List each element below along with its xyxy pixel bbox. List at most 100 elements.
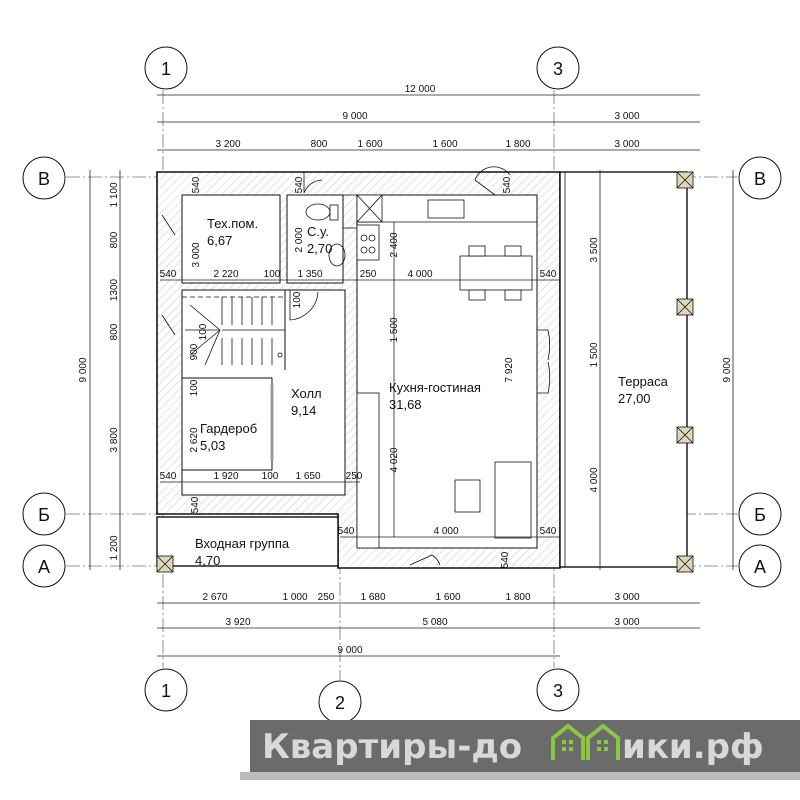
- dimension-label: 540: [502, 176, 513, 193]
- dimension-label: 2 220: [213, 269, 238, 280]
- dimension-label: 250: [360, 269, 377, 280]
- dimension-label: 100: [262, 471, 279, 482]
- dimension-label: 800: [311, 139, 328, 150]
- axis-label: В: [754, 169, 766, 189]
- dimension-label: 540: [191, 176, 202, 193]
- room-area: 5,03: [200, 438, 225, 453]
- dimension-label: 2 400: [389, 232, 400, 257]
- dimension-label: 100: [189, 379, 200, 396]
- watermark-suffix: ики.рф: [622, 727, 764, 767]
- dimension-label: 9 000: [78, 357, 89, 382]
- wardrobe-walls: [181, 290, 286, 471]
- room-name: Кухня-гостиная: [389, 380, 481, 395]
- axis-bubble: [144, 668, 188, 712]
- axis-label: 3: [553, 59, 563, 79]
- room-name: Входная группа: [195, 536, 290, 551]
- axis-label: 1: [161, 59, 171, 79]
- dimension-label: 1 200: [109, 535, 120, 560]
- room-name: Холл: [291, 386, 322, 401]
- column-icon: [676, 171, 694, 189]
- column-icon: [676, 298, 694, 316]
- dimension-label: 9 000: [337, 645, 362, 656]
- dimension-label: 800: [109, 231, 120, 248]
- axis-bubble: [144, 46, 188, 90]
- dimension-label: 1 800: [505, 139, 530, 150]
- axis-label: 2: [335, 693, 345, 713]
- dimension-label: 3 500: [589, 237, 600, 262]
- dimension-label: 3 000: [614, 617, 639, 628]
- dimension-label: 4 000: [589, 467, 600, 492]
- dimension-label: 1 680: [360, 592, 385, 603]
- axis-bubble: [22, 156, 66, 200]
- kitchen-furniture: [356, 194, 537, 549]
- dimension-label: 3 000: [191, 242, 202, 267]
- dimension-label: 540: [190, 496, 201, 513]
- axis-label: В: [38, 169, 50, 189]
- dining-table: [459, 255, 533, 291]
- axis-bubble: [536, 46, 580, 90]
- room-area: 31,68: [389, 397, 422, 412]
- column-icon: [676, 555, 694, 573]
- bathroom: [286, 194, 344, 284]
- axis-label: А: [38, 557, 50, 577]
- dimension-label: 4 000: [433, 526, 458, 537]
- tech-room: [181, 194, 281, 284]
- axis-bubble: [22, 544, 66, 588]
- dimension-label: 3 200: [215, 139, 240, 150]
- room-name: С.у.: [307, 224, 329, 239]
- dimension-label: 1 100: [109, 182, 120, 207]
- room-area: 4,70: [195, 553, 220, 568]
- dimension-label: 3 920: [225, 617, 250, 628]
- dimension-label: 7 920: [504, 357, 515, 382]
- dimension-label: 3 000: [614, 592, 639, 603]
- dimension-label: 100: [198, 323, 209, 340]
- room-area: 27,00: [618, 391, 651, 406]
- column-icon: [156, 555, 174, 573]
- dimension-label: 1 350: [297, 269, 322, 280]
- staircase: [182, 296, 285, 366]
- dimension-label: 540: [540, 269, 557, 280]
- room-name: Гардероб: [200, 421, 257, 436]
- dimension-label: 900: [189, 343, 200, 360]
- dimension-label: 1 000: [282, 592, 307, 603]
- dimension-label: 1 600: [357, 139, 382, 150]
- axis-bubble: [536, 668, 580, 712]
- dimension-label: 800: [109, 323, 120, 340]
- dimension-lines: [89, 94, 734, 657]
- entrance-vestibule: [156, 516, 339, 567]
- dimension-label: 250: [318, 592, 335, 603]
- watermark-logo: Квартиры-до ики.рф: [240, 720, 800, 780]
- axis-label: Б: [38, 505, 50, 525]
- dimension-label: 3 000: [614, 111, 639, 122]
- dimension-label: 2 620: [189, 427, 200, 452]
- room-name: Терраса: [618, 374, 669, 389]
- dimension-label: 540: [160, 269, 177, 280]
- dimension-label: 540: [160, 471, 177, 482]
- dimension-label: 100: [292, 291, 303, 308]
- dimension-label: 100: [264, 269, 281, 280]
- room-area: 9,14: [291, 403, 316, 418]
- dimension-label: 2 670: [202, 592, 227, 603]
- dimension-label: 3 000: [614, 139, 639, 150]
- dimension-label: 1 500: [589, 342, 600, 367]
- dimension-label: 1 800: [505, 592, 530, 603]
- dimension-label: 4 000: [407, 269, 432, 280]
- coffee-table: [454, 479, 481, 513]
- dimension-label: 540: [500, 551, 511, 568]
- room-name: Тех.пом.: [207, 216, 258, 231]
- axis-label: 1: [161, 681, 171, 701]
- dimension-label: 1 600: [432, 139, 457, 150]
- dimension-label: 9 000: [722, 357, 733, 382]
- dimension-label: 3 800: [109, 427, 120, 452]
- axis-bubble: [22, 492, 66, 536]
- dimension-label: 540: [294, 176, 305, 193]
- dimension-label: 1 500: [389, 317, 400, 342]
- dimension-label: 250: [346, 471, 363, 482]
- axis-label: А: [754, 557, 766, 577]
- axis-bubble: [738, 492, 782, 536]
- dimension-label: 1 600: [435, 592, 460, 603]
- dimension-label: 540: [338, 526, 355, 537]
- dimension-label: 12 000: [405, 84, 436, 95]
- dimension-label: 9 000: [342, 111, 367, 122]
- dimension-label: 540: [540, 526, 557, 537]
